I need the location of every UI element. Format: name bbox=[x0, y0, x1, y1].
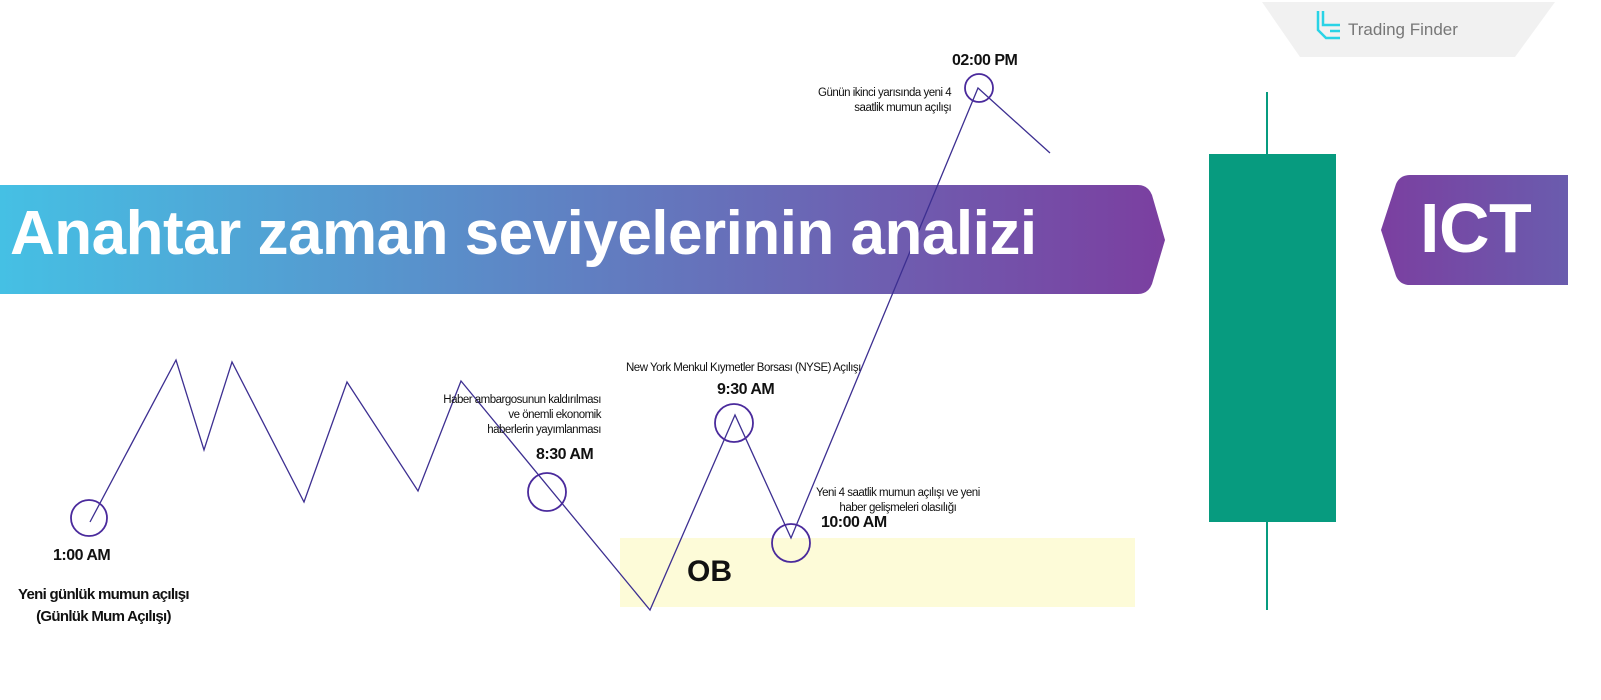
candle-body bbox=[1209, 154, 1336, 522]
ict-badge bbox=[1381, 175, 1568, 285]
time-10am: 10:00 AM bbox=[821, 514, 887, 531]
desc-line: haber gelişmeleri olasılığı bbox=[839, 502, 957, 514]
marker-830am bbox=[527, 472, 567, 512]
desc-2pm: Günün ikinci yarısında yeni 4 saatlik mu… bbox=[818, 86, 952, 116]
ict-label: ICT bbox=[1420, 189, 1532, 267]
desc-10am: Yeni 4 saatlik mumun açılışı ve yeni hab… bbox=[816, 486, 980, 516]
desc-line: haberlerin yayımlanması bbox=[487, 424, 601, 436]
logo-background bbox=[1262, 2, 1555, 57]
marker-930am bbox=[714, 403, 754, 443]
desc-line: Günün ikinci yarısında yeni 4 bbox=[818, 87, 952, 99]
desc-line: Haber ambargosunun kaldırılması bbox=[443, 394, 601, 406]
desc-line: saatlik mumun açılışı bbox=[854, 102, 952, 114]
desc-line: (Günlük Mum Açılışı) bbox=[36, 608, 171, 625]
title-banner bbox=[0, 185, 1165, 294]
title: Anahtar zaman seviyelerinin analizi bbox=[10, 199, 1037, 268]
time-2pm: 02:00 PM bbox=[952, 52, 1018, 69]
order-block-zone bbox=[620, 538, 1135, 607]
marker-1am bbox=[70, 499, 108, 537]
marker-2pm bbox=[964, 73, 994, 103]
logo-text: Trading Finder bbox=[1348, 20, 1458, 39]
ob-label: OB bbox=[687, 555, 732, 588]
desc-line: Yeni günlük mumun açılışı bbox=[18, 586, 190, 603]
time-930am: 9:30 AM bbox=[717, 381, 775, 398]
marker-10am bbox=[771, 523, 811, 563]
price-path bbox=[89, 86, 1051, 612]
desc-830am: Haber ambargosunun kaldırılması ve öneml… bbox=[443, 393, 601, 438]
desc-1am: Yeni günlük mumun açılışı (Günlük Mum Aç… bbox=[18, 584, 190, 628]
time-830am: 8:30 AM bbox=[536, 446, 594, 463]
desc-line: ve önemli ekonomik bbox=[508, 409, 601, 421]
logo-icon bbox=[1316, 11, 1340, 40]
time-1am: 1:00 AM bbox=[53, 547, 111, 564]
desc-930am: New York Menkul Kıymetler Borsası (NYSE)… bbox=[626, 362, 861, 374]
desc-line: Yeni 4 saatlik mumun açılışı ve yeni bbox=[816, 487, 980, 499]
